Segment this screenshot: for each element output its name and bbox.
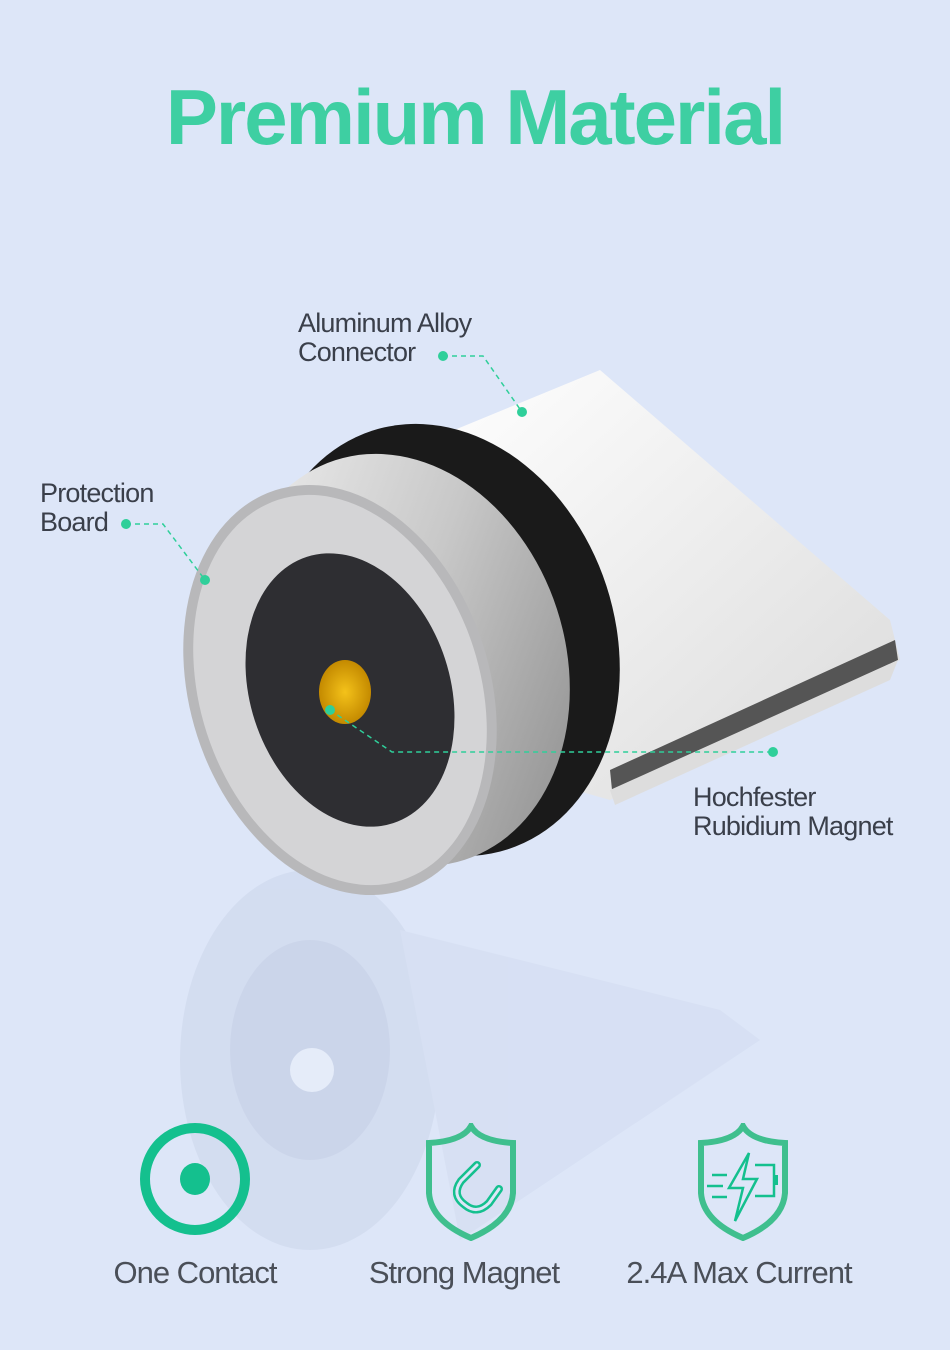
callout-magnet: Hochfester Rubidium Magnet (693, 783, 893, 841)
feature-max-current: 2.4A Max Current (626, 1255, 852, 1290)
callout-line-1: Hochfester (693, 782, 816, 812)
feature-one-contact: One Contact (113, 1255, 277, 1290)
page-title: Premium Material (165, 73, 786, 161)
feature-strong-magnet: Strong Magnet (368, 1255, 560, 1290)
callout-line-2: Rubidium Magnet (693, 811, 893, 841)
callout-line-1: Aluminum Alloy (298, 308, 472, 338)
connector-body (183, 370, 900, 896)
one-contact-icon (140, 1123, 250, 1235)
battery-shield-icon (698, 1123, 788, 1241)
callout-aluminum-alloy: Aluminum Alloy Connector (298, 308, 472, 367)
contact-pin (319, 660, 371, 724)
callout-line-2: Board (40, 507, 109, 537)
callout-dots (121, 351, 778, 757)
callout-protection-board: Protection Board (40, 479, 154, 537)
callout-line-1: Protection (40, 478, 154, 508)
magnet-shield-icon (426, 1123, 516, 1241)
reflection (180, 870, 760, 1250)
callout-lines (126, 355, 773, 753)
callout-line-2: Connector (298, 337, 416, 367)
